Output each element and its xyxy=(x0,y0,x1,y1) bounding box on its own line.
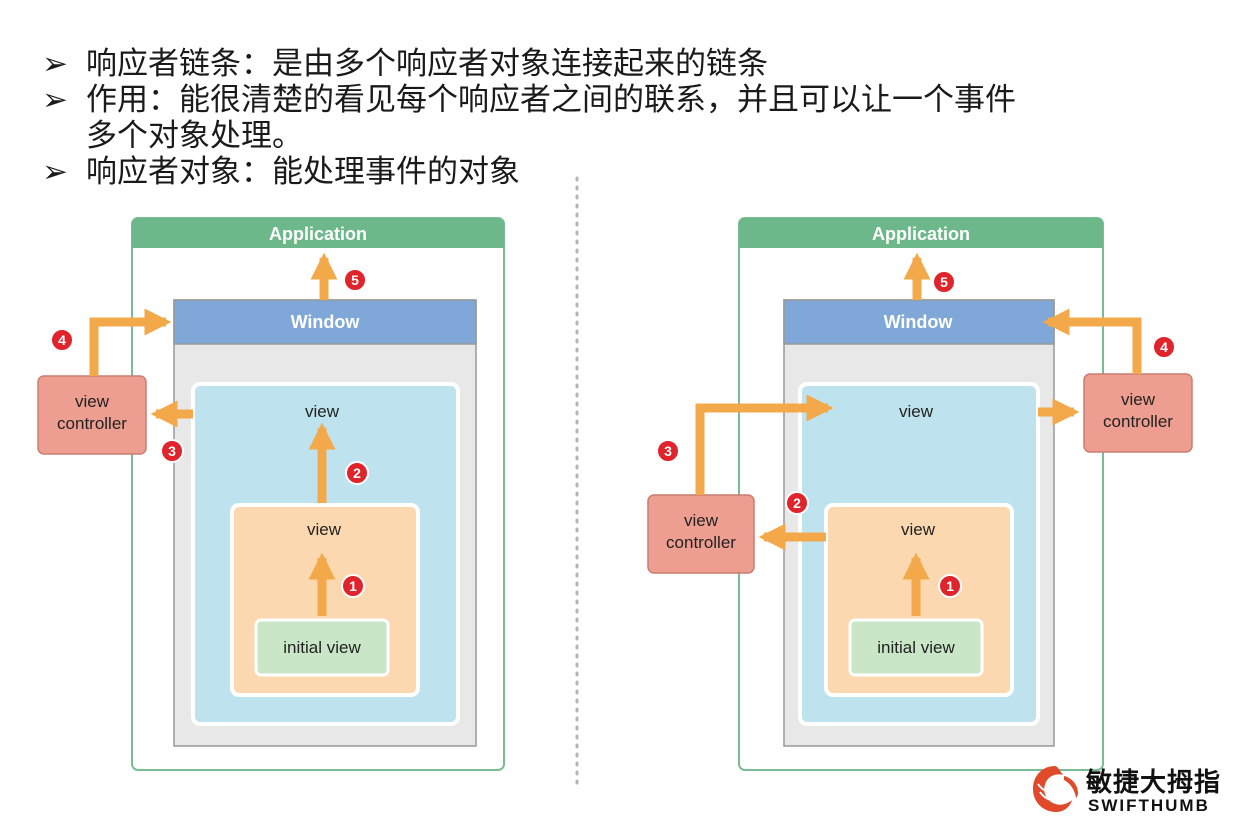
bullet-text-2b: 多个对象处理。 xyxy=(86,118,303,154)
left-step-badge-1: 1 xyxy=(341,574,365,598)
right-diagram: Application Window view view initial vie… xyxy=(647,217,1193,771)
right-vc-bottom-label-1: view xyxy=(684,511,719,530)
right-arrow-3 xyxy=(695,394,834,495)
right-initial-view-label: initial view xyxy=(877,638,955,657)
svg-text:4: 4 xyxy=(58,332,66,348)
bullet-item-2: ➢ 作用：能很清楚的看见每个响应者之间的联系，并且可以让一个事件 xyxy=(42,82,1016,118)
right-step-badge-1: 1 xyxy=(938,574,962,598)
svg-text:5: 5 xyxy=(351,272,359,288)
right-step-badge-2: 2 xyxy=(785,491,809,515)
right-initial-view xyxy=(848,618,984,677)
bullet-arrow-icon: ➢ xyxy=(42,46,68,82)
svg-text:3: 3 xyxy=(664,443,672,459)
right-window-header xyxy=(783,299,1055,345)
left-view-outer-label: view xyxy=(305,402,340,421)
right-vc-top-label-2: controller xyxy=(1103,412,1173,431)
right-application-label: Application xyxy=(872,224,970,244)
left-step-badge-3: 3 xyxy=(160,439,184,463)
right-vc-bottom-label-2: controller xyxy=(666,533,736,552)
bullet-text-2: 作用：能很清楚的看见每个响应者之间的联系，并且可以让一个事件 xyxy=(86,82,1016,118)
svg-text:5: 5 xyxy=(940,274,948,290)
left-initial-view xyxy=(254,618,390,677)
right-vc-top-label-1: view xyxy=(1121,390,1156,409)
bullet-text-3: 响应者对象：能处理事件的对象 xyxy=(86,154,520,190)
logo-chinese-text: 敏捷大拇指 xyxy=(1086,768,1222,798)
right-step-badge-4: 4 xyxy=(1152,335,1176,359)
left-window-label: Window xyxy=(291,312,361,332)
left-application-label: Application xyxy=(269,224,367,244)
left-step-badge-4: 4 xyxy=(50,328,74,352)
left-step-badge-5: 5 xyxy=(343,268,367,292)
svg-text:1: 1 xyxy=(349,578,357,594)
bullet-item-3: ➢ 响应者对象：能处理事件的对象 xyxy=(42,154,1016,190)
right-application-header xyxy=(739,218,1103,248)
right-step-badge-5: 5 xyxy=(932,270,956,294)
left-step-badge-2: 2 xyxy=(345,461,369,485)
left-view-inner-label: view xyxy=(307,520,342,539)
right-arrow-4 xyxy=(1042,308,1142,374)
left-vc-label-1: view xyxy=(75,392,110,411)
svg-text:2: 2 xyxy=(793,495,801,511)
svg-text:1: 1 xyxy=(946,578,954,594)
bullet-item-2-continued: 多个对象处理。 xyxy=(42,118,1016,154)
svg-text:4: 4 xyxy=(1160,339,1168,355)
left-vc-label-2: controller xyxy=(57,414,127,433)
shrimp-logo-icon xyxy=(1033,766,1078,812)
left-application-header xyxy=(132,218,504,248)
right-step-badge-3: 3 xyxy=(656,439,680,463)
left-initial-view-label: initial view xyxy=(283,638,361,657)
bullet-text-1: 响应者链条：是由多个响应者对象连接起来的链条 xyxy=(86,46,768,82)
left-diagram: Application Window view view initial vie… xyxy=(37,217,505,771)
svg-text:2: 2 xyxy=(353,465,361,481)
left-window-header xyxy=(173,299,477,345)
svg-text:3: 3 xyxy=(168,443,176,459)
bullet-item-1: ➢ 响应者链条：是由多个响应者对象连接起来的链条 xyxy=(42,46,1016,82)
left-arrow-4 xyxy=(89,308,172,376)
right-window-label: Window xyxy=(884,312,954,332)
bullet-list: ➢ 响应者链条：是由多个响应者对象连接起来的链条 ➢ 作用：能很清楚的看见每个响应者… xyxy=(42,46,1016,190)
right-view-inner-label: view xyxy=(901,520,936,539)
right-view-outer-label: view xyxy=(899,402,934,421)
bullet-arrow-icon: ➢ xyxy=(42,82,68,118)
logo-english-text: SWIFTHUMB xyxy=(1088,796,1210,815)
bullet-arrow-icon: ➢ xyxy=(42,154,68,190)
swifthumb-logo: 敏捷大拇指 SWIFTHUMB xyxy=(1028,760,1228,820)
